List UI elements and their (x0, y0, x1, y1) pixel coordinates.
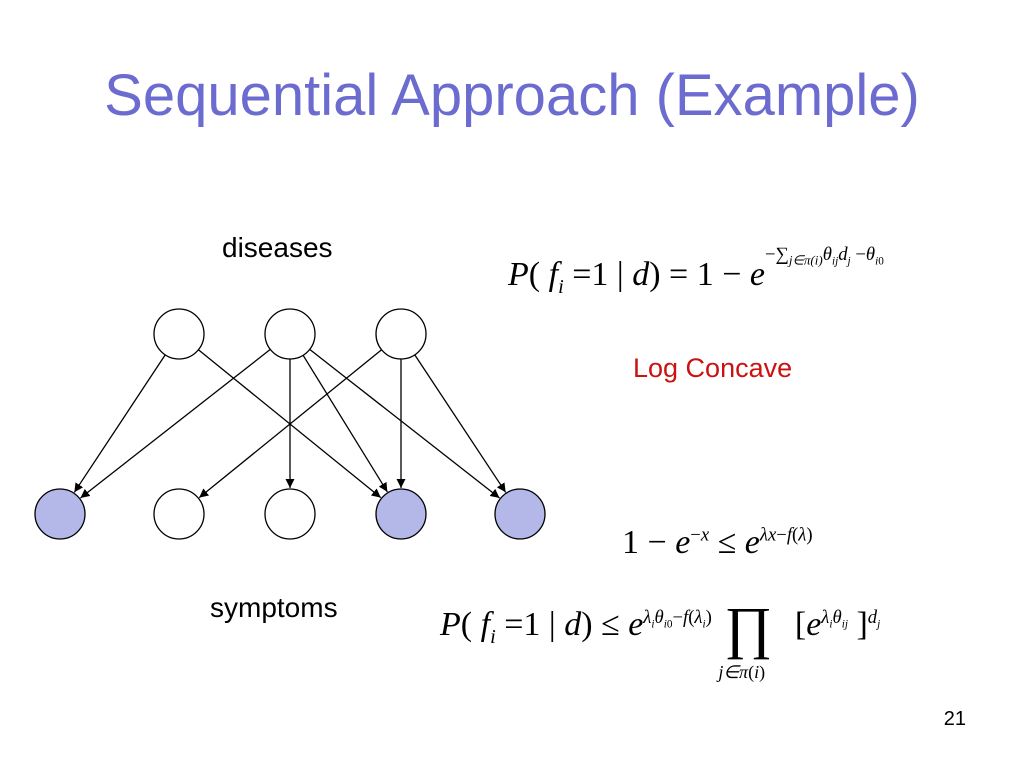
page-number: 21 (943, 708, 966, 730)
variational-bound-equation: P( fi =1 | d) ≤ eλiθi0−f(λi) ∏ j∈π(i) [e… (440, 595, 881, 682)
edge-group (73, 348, 507, 499)
symptom-node-3 (264, 488, 316, 540)
symptom-node-1-observed (34, 488, 86, 540)
edge-disease-3-symptom-2 (198, 349, 382, 499)
edge-disease-2-symptom-5 (309, 348, 500, 499)
log-concave-label: Log Concave (633, 353, 793, 383)
edge-disease-1-symptom-1 (73, 354, 166, 493)
symptom-node-2 (153, 488, 205, 540)
edge-disease-2-symptom-1 (80, 348, 271, 499)
symptom-node-5-observed (494, 488, 546, 540)
slide-title: Sequential Approach (Example) (104, 63, 920, 128)
disease-node-1 (153, 308, 205, 360)
diseases-label: diseases (222, 232, 333, 263)
concave-bound-equation: 1 − e−x ≤ eλx−f(λ) (622, 524, 813, 561)
disease-node-3 (375, 308, 427, 360)
symptoms-label: symptoms (210, 592, 338, 623)
symptom-node-4-observed (375, 488, 427, 540)
edge-disease-3-symptom-5 (414, 354, 507, 493)
node-group (34, 308, 546, 540)
disease-node-2 (264, 308, 316, 360)
noisy-or-equation: P( fi =1 | d) = 1 − e−∑j∈π(i)θijdj −θi0 (508, 243, 884, 298)
edge-disease-2-symptom-4 (302, 354, 388, 493)
